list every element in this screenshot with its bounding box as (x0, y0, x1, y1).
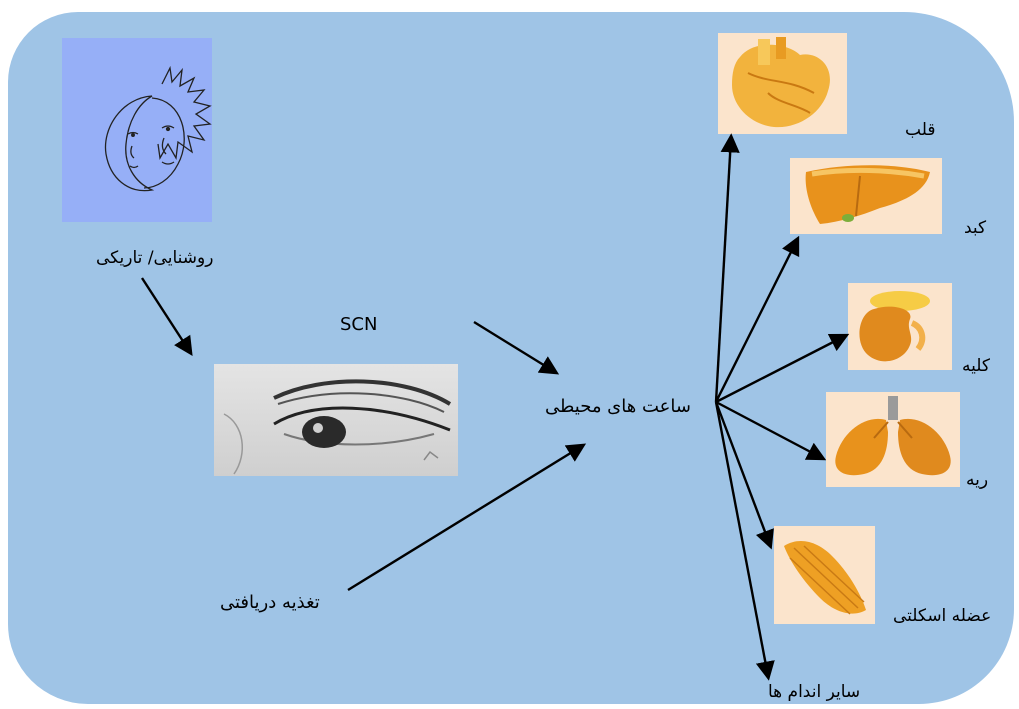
arrow-to-kidney (716, 336, 845, 402)
kidney-label: کلیه (962, 356, 990, 376)
arrow-scn-to-clocks (474, 322, 555, 372)
arrow-to-muscle (716, 402, 770, 545)
arrow-to-liver (716, 240, 797, 402)
other-organs-label: سایر اندام ها (768, 682, 860, 702)
heart-label: قلب (905, 120, 935, 140)
food-intake-label: تغذیه دریافتی (220, 592, 320, 613)
liver-label: کبد (964, 218, 986, 238)
arrow-food-to-clocks (348, 446, 582, 590)
peripheral-clocks-label: ساعت های محیطی (545, 396, 691, 417)
scn-label: SCN (340, 314, 377, 335)
muscle-label: عضله اسکلتی (893, 606, 991, 626)
light-dark-label: روشنایی/ تاریکی (96, 248, 213, 268)
arrow-light-to-eye (142, 278, 190, 352)
lung-label: ریه (966, 470, 988, 490)
arrow-to-lung (716, 402, 822, 458)
arrow-to-other-organs (716, 402, 768, 676)
arrow-to-heart (716, 138, 731, 402)
